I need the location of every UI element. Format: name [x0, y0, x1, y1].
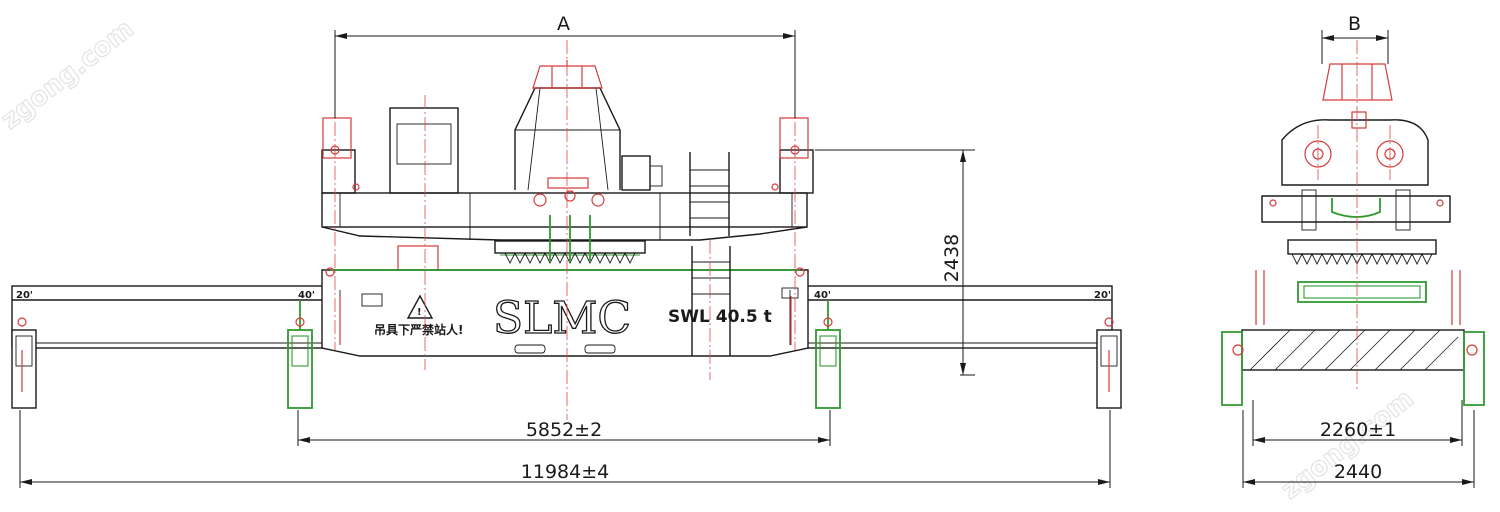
flipper-20-left [11, 317, 37, 409]
dimension-b-label: B [1348, 13, 1361, 35]
dimension-twistlock-40-label: 5852±2 [526, 419, 602, 441]
dimension-width-inner-label: 2260±1 [1320, 419, 1396, 441]
dimension-width-overall-label: 2440 [1334, 461, 1382, 483]
front-centerlines [334, 40, 796, 420]
dimension-width-inner: 2260±1 [1252, 400, 1463, 446]
warning-label: 吊具下严禁站人! [374, 322, 463, 337]
dimension-b: B [1321, 13, 1389, 64]
position-40-left: 40' [298, 290, 315, 301]
dimension-a: A [334, 13, 796, 118]
flipper-20-right [1096, 317, 1122, 409]
front-view: ! SLMC SWL 40.5 t 吊具下严禁站人! 20' 40' 40' 2… [11, 13, 1122, 488]
dimension-overall-length-label: 11984±4 [521, 461, 609, 483]
brand-logo-text: SLMC [493, 293, 631, 344]
swl-label: SWL 40.5 t [668, 307, 772, 327]
headblock-hardware [322, 117, 809, 271]
position-20-right: 20' [1094, 290, 1111, 301]
telescopic-beam: ! [11, 246, 1113, 357]
headblock-frame [321, 107, 814, 241]
dimension-width-overall: 2440 [1242, 410, 1475, 488]
dimension-height-label: 2438 [941, 234, 963, 282]
beam-section-hatching [1249, 329, 1459, 371]
position-40-right: 40' [814, 290, 831, 301]
side-view [1221, 40, 1485, 406]
dimension-overall-length: 11984±4 [19, 410, 1111, 488]
position-20-left: 20' [16, 290, 33, 301]
watermark-left: zgong.com [0, 14, 140, 136]
slewing-ring [494, 215, 646, 265]
dimension-twistlock-40: 5852±2 [297, 410, 831, 446]
flipper-40-right [815, 300, 841, 409]
watermark-right: zgong.com [1276, 384, 1420, 506]
dimension-a-label: A [557, 13, 570, 35]
flipper-40-left [287, 300, 313, 409]
dimension-height: 2438 [815, 149, 975, 376]
warning-glyph: ! [417, 307, 422, 318]
rotator-cage [514, 60, 621, 191]
